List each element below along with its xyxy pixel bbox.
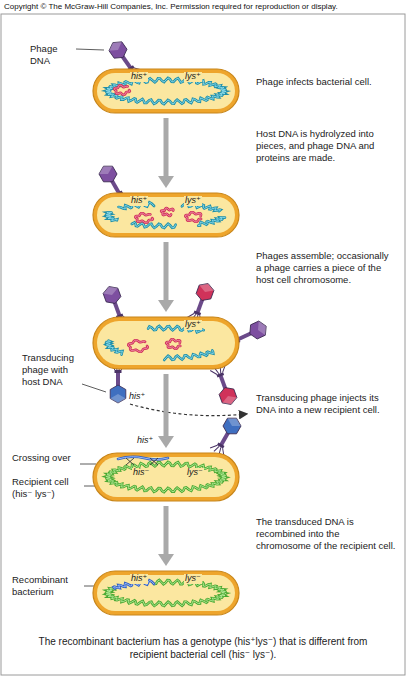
gene-label: lys⁺ (184, 196, 202, 206)
step-text: Crossing over (12, 452, 71, 464)
leader-line (76, 49, 104, 50)
dashed-arrow (130, 404, 246, 416)
step-arrow (158, 506, 174, 566)
gene-label: lys⁺ (184, 320, 202, 330)
step-text: Phage DNA (30, 43, 80, 67)
step-text: Transducing phage with host DNA (22, 352, 80, 388)
leader-line (80, 464, 96, 465)
step-text: Recombinant bacterium (12, 574, 92, 598)
step-text: Host DNA is hydrolyzed into pieces, and … (256, 128, 396, 164)
step-arrow (158, 118, 174, 188)
cell-shape (92, 68, 240, 114)
bacterial-cell: his⁺ lys⁻ (92, 570, 240, 616)
leader-line (82, 384, 106, 392)
cell-shape (92, 452, 240, 502)
gene-label: lys⁻ (186, 468, 204, 478)
gene-label: his⁺ (130, 72, 148, 82)
step-arrow (158, 374, 174, 448)
bacterial-cell: his⁺ lys⁺ (92, 68, 240, 114)
cell-shape (92, 570, 240, 616)
step-arrow (158, 242, 174, 312)
gene-label: his⁺ (128, 392, 146, 402)
bacterial-cell: his⁺ lys⁺ (92, 192, 240, 238)
gene-label: his⁻ (132, 468, 150, 478)
step-text: Phages assemble; occasionally a phage ca… (256, 250, 396, 286)
copyright-note: Copyright © The McGraw-Hill Companies, I… (4, 2, 338, 12)
step-text: Transducing phage injects its DNA into a… (256, 392, 396, 416)
caption: The recombinant bacterium has a genotype… (30, 636, 376, 661)
figure-frame (1, 14, 405, 675)
step-text: The transduced DNA is recombined into th… (256, 516, 396, 552)
gene-label: his⁺ (136, 436, 154, 446)
bacterial-cell: his⁻ lys⁻ (92, 452, 240, 502)
bacterial-cell: lys⁺ (92, 316, 240, 370)
step-text: Recipient cell (his⁻ lys⁻) (12, 476, 82, 500)
gene-label: lys⁻ (184, 574, 202, 584)
transducing-phage (210, 414, 244, 457)
gene-label: his⁺ (130, 196, 148, 206)
gene-label: his⁺ (130, 574, 148, 584)
cell-shape (92, 192, 240, 238)
cell-shape (92, 316, 240, 370)
step-text: Phage infects bacterial cell. (256, 76, 372, 88)
phage (210, 364, 239, 407)
gene-label: lys⁺ (184, 72, 202, 82)
